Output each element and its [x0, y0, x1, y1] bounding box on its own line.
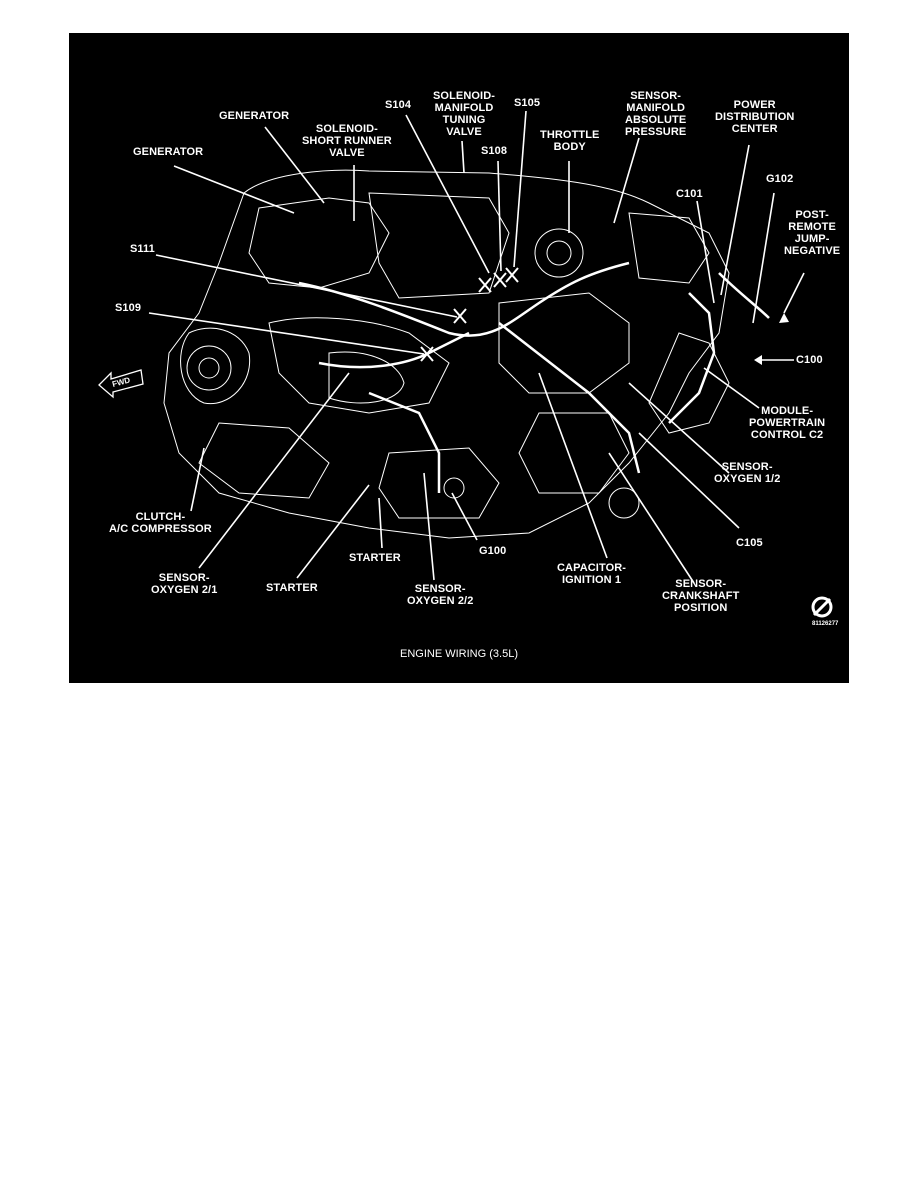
label-sensor-oxygen-21: SENSOR- OXYGEN 2/1 [151, 572, 218, 596]
leader-lines [148, 110, 805, 584]
label-capacitor-ignition: CAPACITOR- IGNITION 1 [557, 562, 627, 586]
label-s104: S104 [385, 99, 412, 111]
label-solenoid-short-runner: SOLENOID- SHORT RUNNER VALVE [302, 123, 392, 159]
label-c101: C101 [676, 188, 703, 200]
figure-caption: ENGINE WIRING (3.5L) [400, 648, 518, 660]
image-code: 81126277 [812, 621, 839, 627]
label-g102: G102 [766, 173, 794, 185]
engine-wiring-figure: FWD GENERATOR GENERATOR SOLENOID- SHORT … [69, 33, 849, 683]
label-solenoid-manifold-tuning: SOLENOID- MANIFOLD TUNING VALVE [433, 90, 496, 138]
label-starter-upper: STARTER [349, 552, 401, 564]
label-sensor-oxygen-22: SENSOR- OXYGEN 2/2 [407, 583, 474, 607]
label-starter-lower: STARTER [266, 582, 318, 594]
gear-logo-icon [811, 596, 833, 618]
label-module-powertrain: MODULE- POWERTRAIN CONTROL C2 [749, 405, 826, 441]
arrowheads [754, 313, 789, 365]
splice-markers [420, 267, 519, 362]
label-throttle-body: THROTTLE BODY [540, 129, 600, 153]
label-post-remote: POST- REMOTE JUMP- NEGATIVE [784, 209, 841, 257]
label-s108: S108 [481, 145, 508, 157]
label-sensor-map: SENSOR- MANIFOLD ABSOLUTE PRESSURE [625, 90, 687, 138]
label-c105: C105 [736, 537, 763, 549]
label-s105: S105 [514, 97, 541, 109]
label-generator-left: GENERATOR [133, 146, 204, 158]
label-s109: S109 [115, 302, 142, 314]
label-g100: G100 [479, 545, 507, 557]
engine-outline [163, 169, 730, 539]
engine-drawing: FWD [98, 110, 833, 618]
label-sensor-crankshaft: SENSOR- CRANKSHAFT POSITION [662, 578, 740, 614]
label-clutch-ac: CLUTCH- A/C COMPRESSOR [109, 511, 212, 535]
label-power-distribution: POWER DISTRIBUTION CENTER [715, 99, 795, 135]
wiring-harness [298, 261, 770, 493]
label-c100: C100 [796, 354, 823, 366]
label-s111: S111 [130, 243, 155, 255]
label-sensor-oxygen-12: SENSOR- OXYGEN 1/2 [714, 461, 781, 485]
label-generator-top: GENERATOR [219, 110, 290, 122]
fwd-arrow-icon [98, 369, 144, 399]
